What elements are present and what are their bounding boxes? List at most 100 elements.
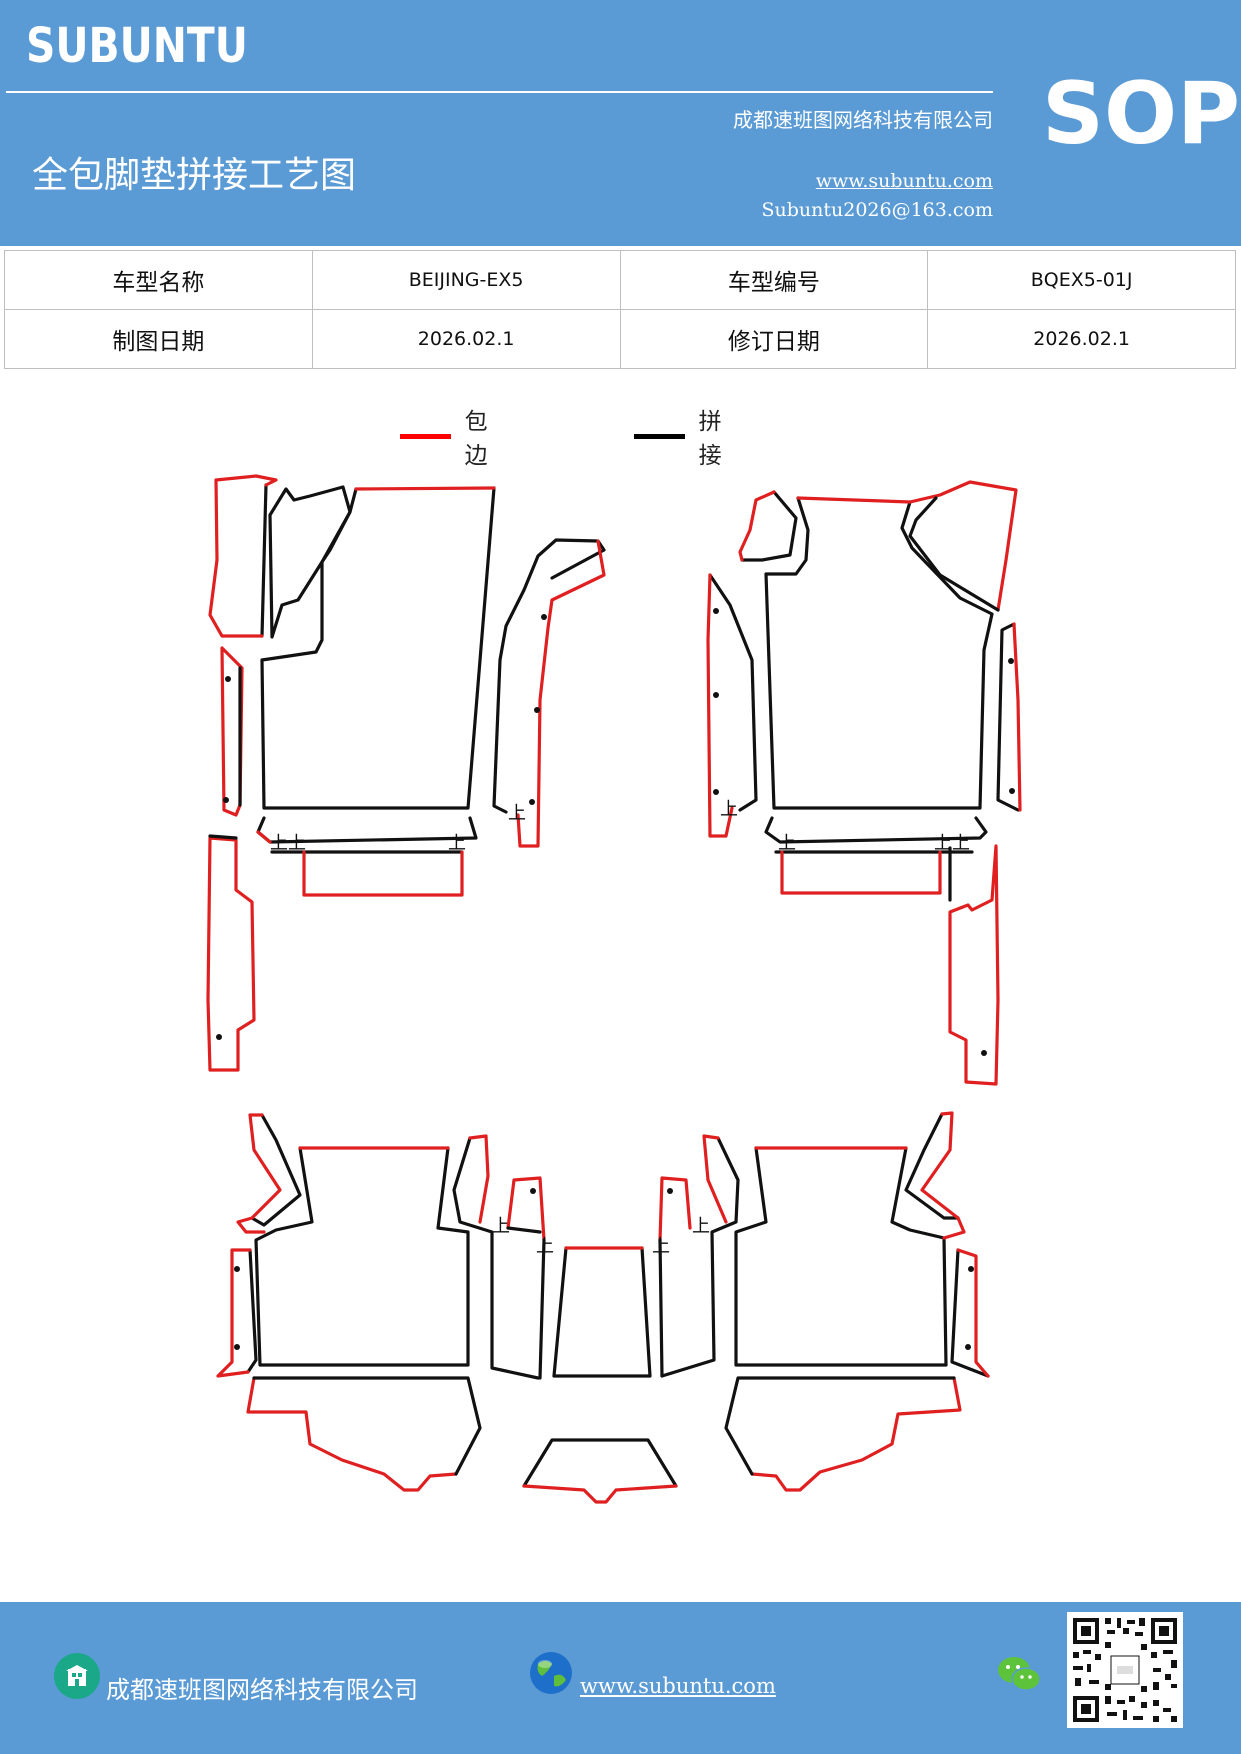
- mat-piece: [996, 622, 1020, 812]
- mat-piece: [492, 538, 606, 814]
- mat-piece: 上: [508, 803, 526, 824]
- mat-piece: [658, 1238, 664, 1378]
- mat-piece: [796, 496, 912, 504]
- mat-piece: [208, 474, 278, 638]
- mat-piece: [750, 1376, 962, 1492]
- mat-piece: 上: [652, 1236, 670, 1257]
- mat-piece: [1009, 788, 1015, 794]
- mat-piece: [708, 573, 758, 812]
- mat-piece: [702, 1134, 728, 1224]
- mat-piece: [713, 608, 719, 614]
- mat-piece: [208, 834, 238, 840]
- drawing-date-label: 制图日期: [4, 309, 313, 369]
- mat-piece: [223, 797, 229, 803]
- mat-piece: 上上: [270, 833, 306, 854]
- mat-piece: [530, 1188, 536, 1194]
- mat-piece: [538, 1238, 546, 1380]
- legend-label-seam: 拼接: [698, 409, 722, 469]
- mat-piece: 上: [448, 833, 466, 854]
- mat-piece: [534, 707, 540, 713]
- mat-piece: [706, 573, 734, 838]
- mat-piece: [506, 1176, 546, 1242]
- mat-piece: [206, 836, 256, 1072]
- mat-piece: [968, 1266, 974, 1272]
- mat-piece: [246, 1248, 258, 1374]
- floor-mat-diagram: 上上 上 上: [206, 474, 1022, 1504]
- legend-label-edge: 包边: [464, 409, 488, 469]
- mat-piece: [250, 1113, 302, 1227]
- email-address: Subuntu2026@163.com: [761, 199, 993, 221]
- mat-piece: [506, 1226, 542, 1234]
- mat-piece: 上: [536, 1236, 554, 1257]
- mat-piece: [724, 1376, 956, 1476]
- mat-piece: 上: [720, 799, 738, 820]
- legend-item-seam: 拼接: [634, 402, 735, 470]
- mat-piece: [260, 486, 496, 810]
- brand-logo: SUBUNTU: [26, 18, 248, 74]
- mat-piece: 上: [492, 1216, 510, 1237]
- mat-piece: [522, 1484, 678, 1504]
- mat-piece: 上: [778, 833, 796, 854]
- mat-piece: [225, 676, 231, 682]
- mat-piece: [713, 692, 719, 698]
- mat-piece: [220, 646, 244, 817]
- header-banner: SUBUNTU 成都速班图网络科技有限公司 全包脚垫拼接工艺图 www.subu…: [0, 0, 1241, 246]
- mat-piece: [234, 1266, 240, 1272]
- mat-piece: [950, 1248, 990, 1378]
- mat-piece: [552, 1246, 652, 1378]
- mat-piece: [1012, 622, 1022, 812]
- front-right-group: 上 上 上上: [706, 480, 1022, 1086]
- legend-swatch-black: [634, 433, 685, 439]
- mat-piece: [738, 490, 776, 562]
- header-divider: [6, 91, 993, 93]
- mat-piece: 上上: [934, 833, 970, 854]
- mat-piece: [522, 1438, 678, 1488]
- qr-code: [1067, 1612, 1183, 1728]
- table-row: 车型名称 BEIJING-EX5 车型编号 BQEX5-01J: [4, 250, 1236, 310]
- mat-piece: [468, 1134, 490, 1224]
- mat-piece: 上: [692, 1216, 710, 1237]
- mat-piece: [268, 485, 352, 639]
- mat-piece: [254, 1146, 470, 1367]
- mat-piece: [216, 1034, 222, 1040]
- mat-piece: [354, 486, 496, 491]
- revision-date-label: 修订日期: [619, 309, 929, 369]
- model-code-value: BQEX5-01J: [927, 250, 1236, 310]
- mat-piece: [246, 1376, 458, 1492]
- company-name: 成都速班图网络科技有限公司: [733, 108, 993, 132]
- mat-piece: [734, 1146, 948, 1367]
- wechat-icon[interactable]: [996, 1654, 1042, 1694]
- legend-swatch-red: [400, 433, 451, 439]
- mat-piece: [956, 1248, 990, 1378]
- mat-piece: [302, 850, 464, 897]
- mat-piece: [516, 539, 606, 848]
- mat-piece: [236, 1113, 282, 1234]
- revision-date-value: 2026.02.1: [927, 309, 1236, 369]
- mat-piece: [780, 850, 942, 895]
- mat-piece: [667, 1188, 673, 1194]
- mat-piece: [908, 496, 1000, 612]
- mat-piece: [764, 816, 988, 844]
- mat-piece: [260, 483, 268, 638]
- mat-piece: [234, 1344, 240, 1350]
- mat-piece: [948, 844, 1000, 1086]
- drawing-date-value: 2026.02.1: [311, 309, 621, 369]
- mat-piece: [904, 1112, 960, 1220]
- footer-website-link[interactable]: www.subuntu.com: [580, 1674, 776, 1698]
- sop-badge: SOP: [1042, 64, 1241, 164]
- model-name-value: BEIJING-EX5: [311, 250, 621, 310]
- mat-piece: [713, 789, 719, 795]
- model-code-label: 车型编号: [619, 250, 929, 310]
- mat-piece: [660, 1136, 740, 1378]
- website-link[interactable]: www.subuntu.com: [815, 170, 993, 192]
- mat-piece: [216, 1248, 252, 1378]
- footer-company-name: 成都速班图网络科技有限公司: [106, 1676, 418, 1704]
- footer-banner: 成都速班图网络科技有限公司 www.subuntu.com: [0, 1602, 1241, 1754]
- mat-piece: [908, 480, 1018, 612]
- mat-piece: [740, 490, 798, 562]
- mat-piece: [764, 496, 994, 810]
- mat-piece: [541, 614, 547, 620]
- legend-item-edge: 包边: [400, 402, 501, 470]
- mat-piece: [965, 1344, 971, 1350]
- model-name-label: 车型名称: [4, 250, 313, 310]
